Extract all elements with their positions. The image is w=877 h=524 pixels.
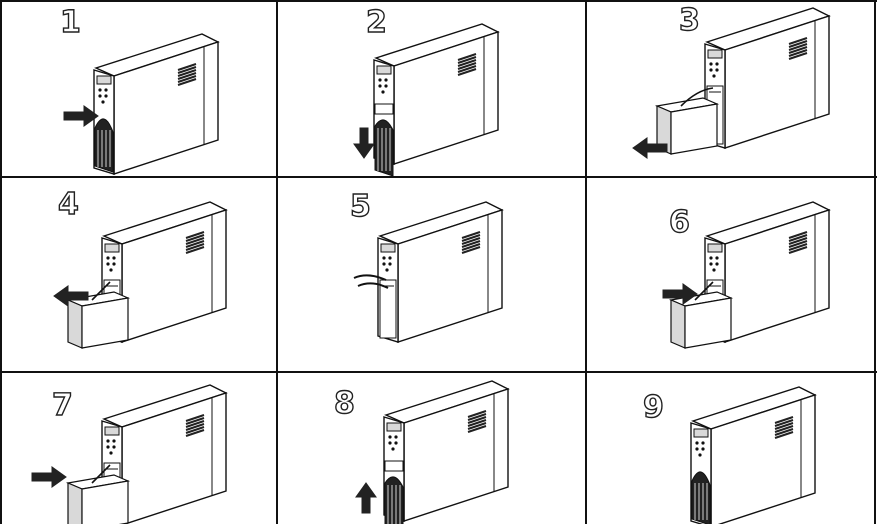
ups-unit (671, 202, 829, 348)
step-panel-9: 9 (587, 373, 874, 524)
step-panel-2: 2 (278, 2, 585, 176)
battery-compartment-latch (385, 461, 403, 471)
step-panel-3: 3 (587, 2, 874, 176)
step-number: 5 (350, 192, 371, 222)
battery-compartment-latch (375, 104, 393, 114)
ups-lcd-display (381, 244, 395, 252)
arrow-up-icon (356, 483, 376, 513)
battery-side (685, 298, 731, 348)
step-number: 3 (679, 6, 700, 36)
arrow-down-icon (354, 128, 374, 158)
ups-lcd-display (694, 429, 708, 437)
battery-side (671, 104, 717, 154)
step-number: 7 (52, 391, 73, 421)
step-number: 1 (60, 8, 81, 38)
ups-lcd-display (708, 244, 722, 252)
ups-unit (374, 24, 498, 176)
step-illustration (587, 178, 874, 371)
battery-compartment (380, 280, 396, 338)
step-number: 9 (643, 393, 664, 423)
step-number: 8 (334, 389, 355, 419)
step-illustration (587, 2, 874, 176)
ups-unit (68, 385, 226, 524)
step-illustration (278, 373, 585, 524)
ups-unit (691, 387, 815, 524)
step-panel-7: 7 (2, 373, 276, 524)
step-illustration (2, 373, 276, 524)
step-illustration (2, 2, 276, 176)
step-number: 4 (58, 190, 79, 220)
step-panel-5: 5 (278, 178, 585, 371)
step-illustration (278, 178, 585, 371)
ups-unit (94, 34, 218, 174)
step-number: 6 (669, 208, 690, 238)
battery-side (82, 481, 128, 524)
arrow-right-icon (64, 106, 98, 126)
ups-lcd-display (105, 427, 119, 435)
battery-front (68, 300, 82, 348)
battery-front (671, 300, 685, 348)
arrow-right-icon (32, 467, 66, 487)
ups-lcd-display (377, 66, 391, 74)
ups-unit (68, 202, 226, 348)
step-number: 2 (366, 8, 387, 38)
ups-lcd-display (97, 76, 111, 84)
step-panel-1: 1 (2, 2, 276, 176)
ups-unit (384, 381, 508, 524)
step-illustration (587, 373, 874, 524)
step-panel-8: 8 (278, 373, 585, 524)
ups-lcd-display (708, 50, 722, 58)
ups-lcd-display (105, 244, 119, 252)
grid-line-right (874, 0, 876, 524)
ups-unit (354, 202, 502, 342)
step-illustration (2, 178, 276, 371)
step-panel-6: 6 (587, 178, 874, 371)
step-illustration (278, 2, 585, 176)
battery-side (82, 298, 128, 348)
step-panel-4: 4 (2, 178, 276, 371)
battery-front (68, 483, 82, 524)
ups-lcd-display (387, 423, 401, 431)
